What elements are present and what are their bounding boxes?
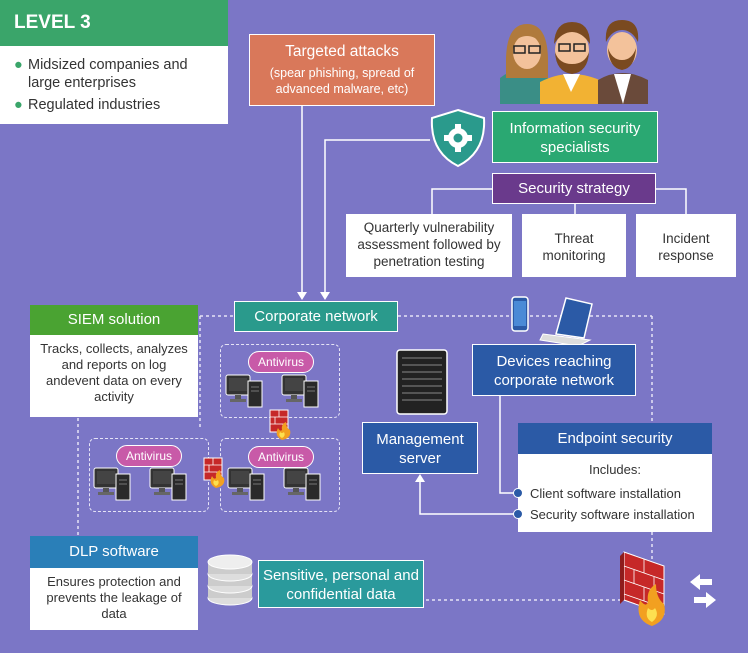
- antivirus-label-right: Antivirus: [248, 446, 314, 468]
- strategy-item-threat-monitoring: Threat monitoring: [522, 214, 626, 277]
- bullet-dot-icon: ●: [14, 57, 23, 73]
- sensitive-data-box: Sensitive, personal and confidential dat…: [258, 560, 424, 608]
- endpoint-security-title: Endpoint security: [518, 423, 712, 454]
- antivirus-label-left: Antivirus: [116, 445, 182, 467]
- endpoint-item: Security software installation: [530, 507, 695, 522]
- siem-title: SIEM solution: [30, 305, 198, 335]
- management-server-box: Management server: [362, 422, 478, 474]
- security-strategy-box: Security strategy: [492, 173, 656, 204]
- level-bullet-2: ● Regulated industries: [14, 96, 214, 114]
- bullet-dot-icon: ●: [14, 97, 23, 113]
- endpoint-security-body: Includes: Client software installation S…: [518, 454, 712, 532]
- level-bullet-text: Midsized companies and large enterprises: [28, 57, 188, 91]
- strategy-item-vulnerability: Quarterly vulnerability assessment follo…: [346, 214, 512, 277]
- targeted-attacks-box: Targeted attacks (spear phishing, spread…: [249, 34, 435, 106]
- dlp-body: Ensures protection and prevents the leak…: [30, 568, 198, 630]
- level-bullet-1: ● Midsized companies and large enterpris…: [14, 56, 214, 91]
- infosec-specialists-box: Information security specialists: [492, 111, 658, 163]
- antivirus-label-top: Antivirus: [248, 351, 314, 373]
- strategy-item-incident-response: Incident response: [636, 214, 736, 277]
- corporate-network-box: Corporate network: [234, 301, 398, 332]
- targeted-attacks-subtitle: (spear phishing, spread of advanced malw…: [269, 66, 415, 96]
- endpoint-item: Client software installation: [530, 486, 682, 501]
- dlp-title: DLP software: [30, 536, 198, 568]
- siem-body: Tracks, collects, analyzes and reports o…: [30, 335, 198, 417]
- devices-box: Devices reaching corporate network: [472, 344, 636, 396]
- endpoint-includes-label: Includes:: [588, 462, 642, 477]
- targeted-attacks-title: Targeted attacks: [285, 43, 399, 60]
- level-title: LEVEL 3: [0, 0, 228, 46]
- level-bullet-text: Regulated industries: [28, 97, 161, 113]
